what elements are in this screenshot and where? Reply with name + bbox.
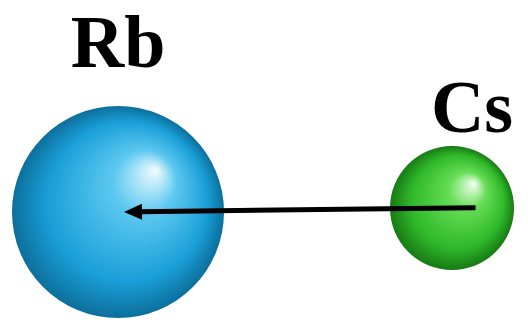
atom-node: Cs (390, 70, 514, 270)
atom-node: Rb (12, 5, 224, 318)
element-symbol: Cs (431, 70, 513, 144)
rb-sphere (12, 106, 224, 318)
sphere-fill (390, 146, 514, 270)
element-symbol: Rb (71, 5, 166, 79)
cs-sphere (390, 146, 514, 270)
sphere-fill (12, 106, 224, 318)
